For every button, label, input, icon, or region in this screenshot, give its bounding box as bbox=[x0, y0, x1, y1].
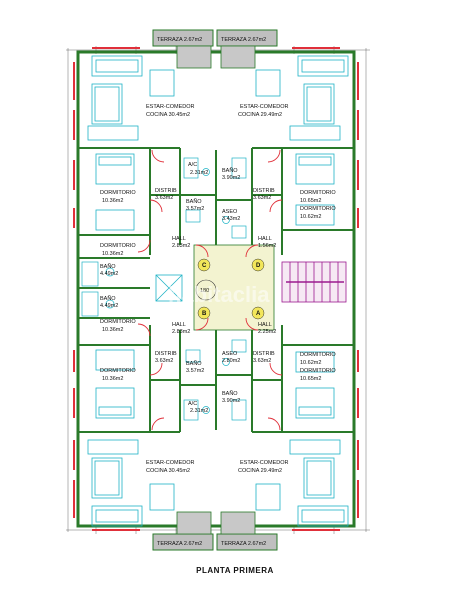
label-bano-t1: BAÑO bbox=[222, 167, 238, 174]
label-terraza-tr: TERRAZA 2.67m2 bbox=[221, 37, 266, 43]
label-dorm-tr2-area: 10.62m2 bbox=[300, 214, 321, 220]
label-distrib-tl-area: 3.63m2 bbox=[155, 195, 173, 201]
label-dorm-tr2: DORMITORIO bbox=[300, 206, 336, 212]
label-distrib-tr: DISTRIB bbox=[253, 188, 275, 194]
label-hall-tr: HALL bbox=[258, 236, 272, 242]
label-dorm-ml: DORMITORIO bbox=[100, 243, 136, 249]
label-dorm-bl2: DORMITORIO bbox=[100, 368, 136, 374]
label-bano-t2-area: 3.57m2 bbox=[186, 206, 204, 212]
label-distrib-br-area: 3.63m2 bbox=[253, 358, 271, 364]
label-estar-tl-1: ESTAR-COMEDOR bbox=[146, 104, 195, 110]
label-terraza-tl: TERRAZA 2.67m2 bbox=[157, 37, 202, 43]
label-hall-tl: HALL bbox=[172, 236, 186, 242]
label-bano-b2-area: 3.57m2 bbox=[186, 368, 204, 374]
doors bbox=[137, 149, 283, 431]
label-dorm-br2-area: 10.65m2 bbox=[300, 376, 321, 382]
label-ac-t-area: 2.31m2 bbox=[190, 170, 208, 176]
label-bano-t1-area: 3.90m2 bbox=[222, 175, 240, 181]
label-dorm-tl: DORMITORIO bbox=[100, 190, 136, 196]
stair-label: 180 bbox=[200, 288, 209, 294]
label-distrib-tl: DISTRIB bbox=[155, 188, 177, 194]
label-dorm-br2: DORMITORIO bbox=[300, 368, 336, 374]
label-dorm-bl1: DORMITORIO bbox=[100, 319, 136, 325]
label-hall-br-area: 2.25m2 bbox=[258, 329, 276, 335]
living-furniture bbox=[87, 55, 349, 527]
watermark: habitaclia bbox=[168, 282, 270, 307]
label-hall-br: HALL bbox=[258, 322, 272, 328]
label-dorm-bl2-area: 10.36m2 bbox=[102, 376, 123, 382]
label-bano-l2-area: 4.49m2 bbox=[100, 303, 118, 309]
label-distrib-bl-area: 3.63m2 bbox=[155, 358, 173, 364]
label-bano-b1: BAÑO bbox=[222, 390, 238, 397]
unit-marker-d: D bbox=[256, 263, 261, 269]
label-distrib-br: DISTRIB bbox=[253, 351, 275, 357]
label-dorm-tr: DORMITORIO bbox=[300, 190, 336, 196]
label-distrib-bl: DISTRIB bbox=[155, 351, 177, 357]
unit-marker-a: A bbox=[256, 311, 261, 317]
label-dorm-tr-area: 10.65m2 bbox=[300, 198, 321, 204]
plan-caption: PLANTA PRIMERA bbox=[196, 566, 274, 575]
label-terraza-br: TERRAZA 2.67m2 bbox=[221, 541, 266, 547]
label-dorm-ml-area: 10.36m2 bbox=[102, 251, 123, 257]
label-dorm-bl1-area: 10.36m2 bbox=[102, 327, 123, 333]
stair bbox=[281, 261, 347, 303]
label-bano-b2: BAÑO bbox=[186, 360, 202, 367]
label-bano-l1-area: 4.49m2 bbox=[100, 271, 118, 277]
label-ac-t: A/C bbox=[188, 162, 197, 168]
interior-walls bbox=[78, 147, 354, 433]
label-estar-br-1: ESTAR-COMEDOR bbox=[240, 460, 289, 466]
bathroom-fixtures bbox=[81, 157, 247, 421]
label-hall-tl-area: 2.83m2 bbox=[172, 243, 190, 249]
label-estar-tr-1: ESTAR-COMEDOR bbox=[240, 104, 289, 110]
label-aseo-t-area: 3.43m2 bbox=[222, 216, 240, 222]
label-bano-l2: BAÑO bbox=[100, 295, 116, 302]
label-hall-tr-area: 1.56m2 bbox=[258, 243, 276, 249]
elevator bbox=[155, 274, 183, 302]
label-aseo-t: ASEO bbox=[222, 209, 238, 215]
label-bano-b1-area: 3.90m2 bbox=[222, 398, 240, 404]
label-hall-bl-area: 2.83m2 bbox=[172, 329, 190, 335]
label-dorm-br1-area: 10.62m2 bbox=[300, 360, 321, 366]
label-terraza-bl: TERRAZA 2.67m2 bbox=[157, 541, 202, 547]
label-ac-b: A/C bbox=[188, 401, 197, 407]
label-bano-t2: BAÑO bbox=[186, 198, 202, 205]
label-estar-tl-2: COCINA 30.45m2 bbox=[146, 112, 190, 118]
windows bbox=[73, 47, 359, 531]
label-estar-bl-1: ESTAR-COMEDOR bbox=[146, 460, 195, 466]
label-estar-bl-2: COCINA 30.45m2 bbox=[146, 468, 190, 474]
label-bano-l1: BAÑO bbox=[100, 263, 116, 270]
label-estar-tr-2: COCINA 29.49m2 bbox=[238, 112, 282, 118]
terraces bbox=[152, 29, 278, 551]
room-labels: TERRAZA 2.67m2 TERRAZA 2.67m2 ESTAR-COME… bbox=[100, 37, 336, 547]
unit-marker-b: B bbox=[202, 311, 207, 317]
unit-marker-c: C bbox=[202, 263, 207, 269]
label-dorm-tl-area: 10.36m2 bbox=[102, 198, 123, 204]
label-estar-br-2: COCINA 29.49m2 bbox=[238, 468, 282, 474]
label-ac-b-area: 2.31m2 bbox=[190, 408, 208, 414]
label-aseo-b: ASEO bbox=[222, 351, 238, 357]
label-aseo-b-area: 2.80m2 bbox=[222, 358, 240, 364]
label-hall-bl: HALL bbox=[172, 322, 186, 328]
label-distrib-tr-area: 3.63m2 bbox=[253, 195, 271, 201]
unit-markers: C D B A 180 bbox=[195, 258, 265, 320]
bedroom-furniture bbox=[95, 153, 335, 419]
label-dorm-br1: DORMITORIO bbox=[300, 352, 336, 358]
